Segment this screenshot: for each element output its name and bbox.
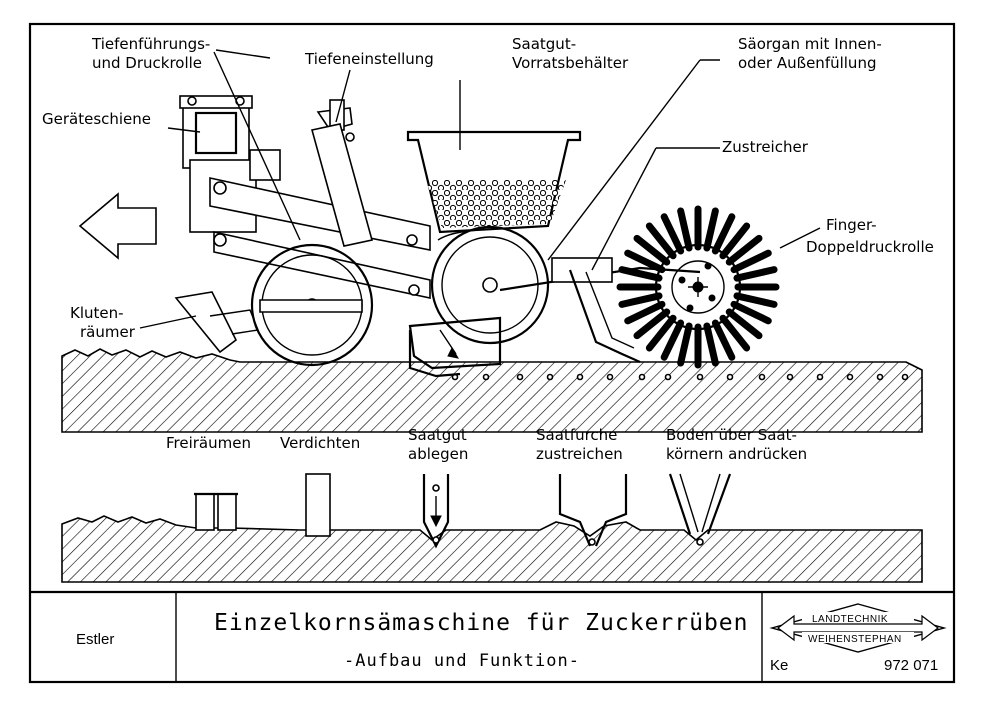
drawing-subtitle: -Aufbau und Funktion- <box>344 651 580 671</box>
label-saatgut-1: Saatgut- <box>512 35 576 53</box>
step-verdichten: Verdichten <box>280 434 360 452</box>
metering-unit <box>430 225 550 345</box>
step-ablegen-1: Saatgut <box>408 426 467 444</box>
label-zustreicher: Zustreicher <box>722 138 809 156</box>
label-finger-1: Finger- <box>826 216 877 234</box>
roller-finger <box>618 292 663 308</box>
roller-finger <box>703 322 719 367</box>
label-finger-2: Doppeldruckrolle <box>806 238 934 256</box>
roller-finger <box>645 222 677 260</box>
label-kluten-2: räumer <box>80 323 136 341</box>
roller-finger <box>633 308 671 340</box>
drawing-frame <box>28 22 956 684</box>
landtechnik-logo: LANDTECHNIK WEIHENSTEPHAN <box>769 603 947 653</box>
roller-finger <box>618 266 663 282</box>
roller-finger <box>730 300 772 325</box>
drawing-code: Ke <box>770 657 788 674</box>
roller-finger <box>725 308 763 340</box>
label-tiefenfuehrung-1: Tiefenführungs- <box>91 35 210 53</box>
roller-finger <box>719 222 751 260</box>
step-freiraeumen-illustration <box>194 492 238 531</box>
roller-finger <box>719 314 751 352</box>
step-freiraeumen: Freiräumen <box>166 434 251 452</box>
step-andruecken-2: körnern andrücken <box>666 445 807 463</box>
roller-finger <box>677 207 693 252</box>
step-ablegen-2: ablegen <box>408 445 468 463</box>
roller-finger <box>633 234 671 266</box>
roller-finger <box>645 314 677 352</box>
label-tiefenfuehrung-2: und Druckrolle <box>92 54 202 72</box>
seed-coulter <box>408 316 502 370</box>
roller-finger <box>711 213 736 255</box>
roller-finger <box>733 292 778 308</box>
roller-finger <box>624 300 666 325</box>
roller-finger <box>733 266 778 282</box>
author-name: Estler <box>76 631 114 648</box>
seed-row-marks <box>451 373 909 381</box>
label-saeorgan-1: Säorgan mit Innen- <box>738 35 882 53</box>
roller-finger <box>725 234 763 266</box>
drawing-number: 972 071 <box>884 657 938 674</box>
depth-adjustment <box>311 123 373 247</box>
seed-hopper <box>406 130 582 234</box>
step-zustreichen-illustration <box>558 474 628 547</box>
step-zustreichen-2: zustreichen <box>536 445 623 463</box>
step-andruecken-1: Boden über Saat- <box>666 426 797 444</box>
leader-lines <box>139 49 821 329</box>
travel-direction-arrow-icon <box>78 192 157 260</box>
clod-remover <box>174 291 238 354</box>
roller-finger <box>677 322 693 367</box>
step-ablegen-illustration <box>422 474 450 549</box>
label-tiefeneinstellung: Tiefeneinstellung <box>304 50 434 68</box>
label-geraeteschiene: Geräteschiene <box>42 110 151 128</box>
depth-guide-roller <box>250 243 374 367</box>
roller-finger <box>730 249 772 274</box>
roller-finger <box>624 249 666 274</box>
roller-fingers <box>616 205 780 369</box>
step-verdichten-illustration <box>305 473 331 537</box>
finger-press-roller <box>654 243 742 331</box>
logo-line-2: WEIHENSTEPHAN <box>808 634 902 645</box>
soil-upper <box>61 348 923 433</box>
coverer <box>568 269 641 364</box>
roller-finger <box>711 319 736 361</box>
step-zustreichen-1: Saatfurche <box>536 426 617 444</box>
logo-line-1: LANDTECHNIK <box>812 614 888 625</box>
roller-finger <box>660 213 685 255</box>
label-kluten-1: Kluten- <box>70 304 124 322</box>
step-andruecken-illustration <box>668 473 732 546</box>
roller-finger <box>703 207 719 252</box>
soil-lower <box>61 515 923 583</box>
label-saeorgan-2: oder Außenfüllung <box>738 54 876 72</box>
seeder-machine <box>174 95 780 378</box>
drawing-title: Einzelkornsämaschine für Zuckerrüben <box>214 610 749 636</box>
label-saatgut-2: Vorratsbehälter <box>512 54 629 72</box>
roller-finger <box>660 319 685 361</box>
lower-link-arm <box>213 231 431 299</box>
